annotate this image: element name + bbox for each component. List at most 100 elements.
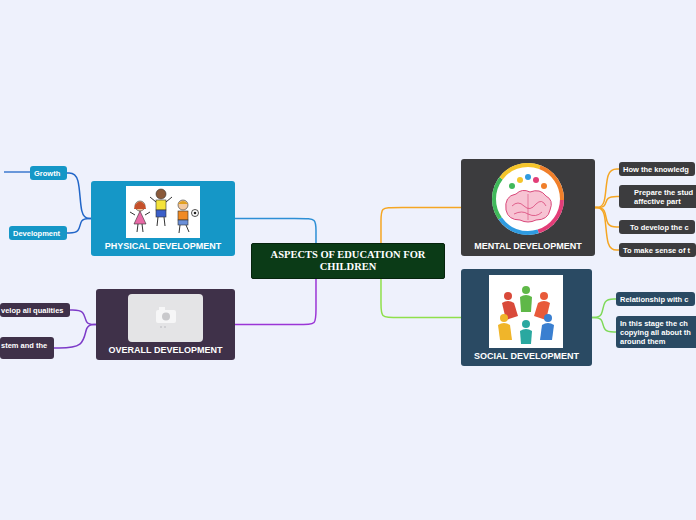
branch-connector (381, 279, 461, 318)
kids-picture (134, 211, 146, 224)
node-label: MENTAL DEVELOPMENT (474, 242, 582, 252)
branch-connector (67, 219, 91, 234)
people-picture (498, 323, 512, 340)
kids-picture (145, 212, 150, 215)
people-picture (534, 301, 550, 320)
brain-picture (517, 177, 523, 183)
kids-picture (178, 201, 188, 204)
brain-picture (528, 194, 529, 220)
brain-picture (494, 165, 562, 233)
people-picture (522, 320, 530, 328)
brain-picture (541, 183, 547, 189)
kids-picture (186, 225, 189, 232)
branch-connector (235, 279, 316, 325)
node-label: velop all qualities (1, 306, 64, 315)
subtopic-box: velop all qualities (0, 303, 70, 317)
subtopic-box: Relationship with c (616, 292, 695, 306)
brain-picture (506, 190, 552, 222)
subtopic-box: Prepare the stud affective part (619, 185, 696, 208)
branch-connector (595, 169, 619, 208)
people-picture (522, 286, 530, 294)
brain-picture (494, 165, 562, 233)
people-picture (500, 314, 508, 322)
kids-picture (126, 186, 200, 238)
node-label: Relationship with c (620, 295, 688, 304)
subtopic-box: stem and the (0, 337, 54, 359)
node-label: Development (13, 229, 60, 238)
node-label: OVERALL DEVELOPMENT (109, 346, 223, 356)
kids-picture (178, 220, 188, 225)
node-label: In this stage the ch copying all about t… (620, 319, 696, 346)
kids-picture (156, 210, 166, 217)
image-placeholder (162, 313, 170, 321)
subtopic-box: Growth (30, 166, 67, 180)
brain-picture (509, 183, 515, 189)
kids-picture (150, 197, 156, 202)
brain-picture (494, 165, 562, 233)
people-picture (520, 329, 532, 344)
brain-picture (494, 165, 562, 233)
subtopic-box: Development (9, 226, 67, 240)
branch-connector (595, 197, 619, 208)
people-picture (540, 323, 554, 340)
topic-box: PHYSICAL DEVELOPMENT (91, 181, 235, 256)
image-placeholder (128, 294, 203, 342)
brain-picture (492, 163, 564, 235)
image-placeholder (159, 307, 165, 310)
kids-picture (157, 217, 158, 226)
brain-picture (512, 201, 546, 208)
image-placeholder (156, 310, 176, 323)
people-picture (489, 275, 563, 348)
brain-picture (525, 174, 531, 180)
kids-picture (126, 186, 200, 238)
branch-connector (381, 208, 461, 244)
kids-picture (179, 225, 180, 233)
subtopic-box: In this stage the ch copying all about t… (616, 316, 696, 348)
node-label: SOCIAL DEVELOPMENT (474, 352, 579, 362)
image-placeholder (160, 326, 162, 328)
kids-picture (166, 197, 172, 202)
branch-connector (235, 219, 316, 244)
kids-picture (178, 211, 188, 220)
branch-connector (592, 299, 616, 318)
kids-picture (156, 200, 166, 210)
kids-picture (192, 210, 199, 217)
node-label: How the knowledg (623, 165, 689, 174)
branch-connector (54, 325, 96, 349)
node-label: PHYSICAL DEVELOPMENT (105, 242, 221, 252)
image-placeholder (164, 326, 166, 328)
topic-box: OVERALL DEVELOPMENT (96, 289, 235, 360)
central-topic: ASPECTS OF EDUCATION FOR CHILDREN (251, 243, 445, 279)
node-label: Growth (34, 169, 60, 178)
kids-picture (134, 202, 146, 210)
node-label: stem and the (1, 341, 47, 350)
kids-picture (156, 189, 166, 199)
subtopic-box: To develop the c (619, 220, 695, 234)
brain-picture (533, 177, 539, 183)
people-picture (489, 275, 563, 348)
people-picture (502, 301, 518, 320)
kids-picture (130, 212, 135, 215)
people-picture (540, 292, 548, 300)
branch-connector (595, 208, 619, 251)
kids-picture (137, 224, 138, 232)
node-label: To develop the c (630, 223, 689, 232)
brain-picture (494, 165, 562, 233)
branch-connector (70, 310, 96, 325)
people-picture (544, 314, 552, 322)
branch-connector (592, 318, 616, 333)
brain-picture (492, 163, 564, 235)
image-placeholder (128, 294, 203, 342)
brain-picture (514, 212, 542, 216)
people-picture (504, 292, 512, 300)
branch-connector (595, 208, 619, 228)
kids-picture (135, 201, 145, 211)
kids-picture (178, 200, 188, 210)
subtopic-box: How the knowledg (619, 162, 695, 176)
node-label: To make sense of t (623, 246, 690, 255)
node-label: ASPECTS OF EDUCATION FOR CHILDREN (258, 249, 438, 273)
kids-picture (142, 224, 143, 232)
kids-picture (164, 217, 165, 226)
